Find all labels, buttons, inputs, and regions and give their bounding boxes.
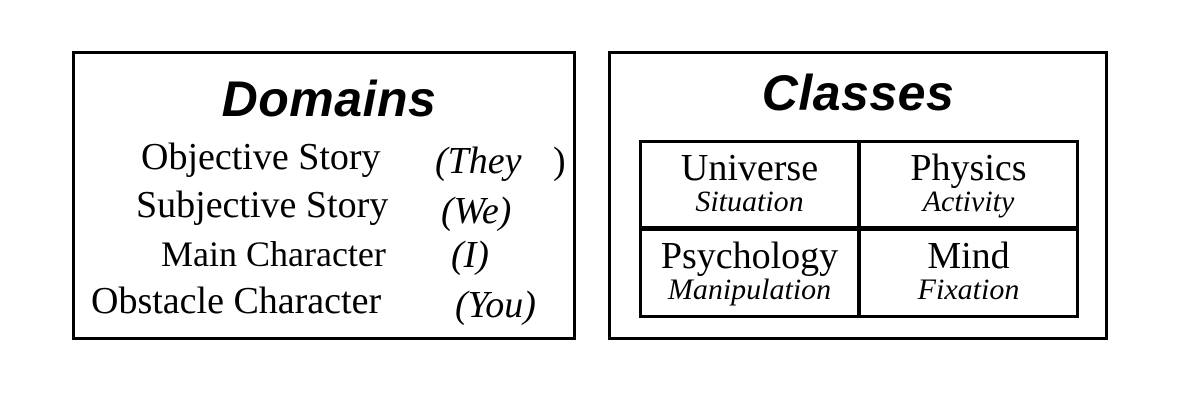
domain-label-subjective-story: Subjective Story xyxy=(136,184,389,226)
domain-label-obstacle-character: Obstacle Character xyxy=(91,280,382,322)
domain-pronoun-they: (They xyxy=(435,140,522,182)
class-subtitle: Manipulation xyxy=(667,273,832,306)
domain-pronoun-close-paren: ) xyxy=(553,140,566,182)
domain-label-objective-story: Objective Story xyxy=(141,136,381,178)
class-name: Universe xyxy=(680,147,819,189)
class-subtitle: Situation xyxy=(695,185,804,218)
domain-label-main-character: Main Character xyxy=(161,234,386,274)
domain-pronoun-i: (I) xyxy=(451,234,489,276)
class-cell-psychology: Psychology Manipulation xyxy=(642,229,859,315)
domains-panel: Domains Objective Story (They ) Subjecti… xyxy=(72,51,576,340)
domain-pronoun-we: (We) xyxy=(441,190,512,232)
class-subtitle: Activity xyxy=(922,185,1015,218)
classes-grid: Universe Situation Physics Activity Psyc… xyxy=(639,140,1079,318)
class-cell-mind: Mind Fixation xyxy=(859,229,1076,315)
class-name: Mind xyxy=(927,235,1010,277)
class-cell-physics: Physics Activity xyxy=(859,143,1076,229)
domains-title: Domains xyxy=(221,71,437,127)
class-subtitle: Fixation xyxy=(917,273,1020,306)
class-name: Physics xyxy=(910,147,1027,189)
class-name: Psychology xyxy=(660,235,839,277)
class-cell-universe: Universe Situation xyxy=(642,143,859,229)
classes-panel: Classes Universe Situation Physics Activ… xyxy=(608,51,1108,340)
domain-pronoun-you: (You) xyxy=(455,284,536,326)
classes-title: Classes xyxy=(761,65,955,121)
